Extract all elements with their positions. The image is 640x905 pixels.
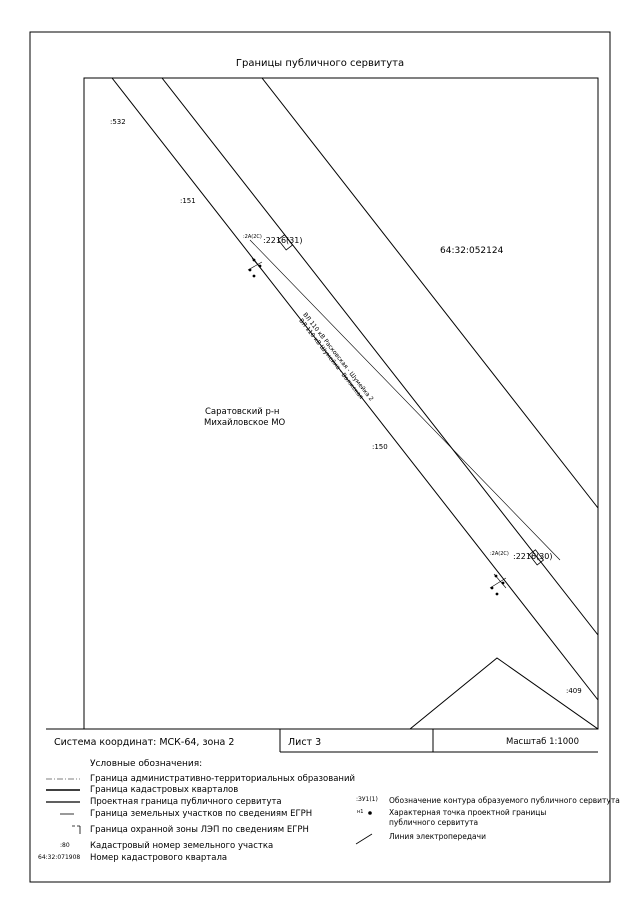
legend-item-quarter: Граница кадастровых кварталов: [90, 785, 239, 795]
servitude-label-upper: :2216(31): [263, 236, 303, 245]
parcel-corner: [409, 657, 598, 729]
legend-sample-contour: :ЗУ1(1): [356, 796, 378, 803]
servitude-label-lower: :2216(30): [513, 552, 553, 561]
legend-sample-quarter-number: 64:32:071908: [38, 854, 81, 861]
parcel-boundary-right: [161, 78, 598, 636]
sheet-title: Границы публичного сервитута: [235, 58, 405, 69]
boundary-point: [258, 264, 262, 268]
boundary-point: [490, 586, 494, 590]
quarter-number: 64:32:052124: [440, 246, 504, 256]
legend-item-power-line: Линия электропередачи: [389, 832, 486, 841]
legend-item-contour: Обозначение контура образуемого публично…: [389, 796, 620, 805]
boundary-point: [248, 268, 252, 272]
legend-header: Условные обозначения:: [90, 759, 203, 769]
parcel-number: :409: [566, 687, 582, 695]
legend-item-admin: Граница административно-территориальных …: [90, 774, 356, 784]
parcel-boundary-left: [111, 78, 598, 701]
legend-item-point: Характерная точка проектной границы: [389, 808, 547, 817]
boundary-point: [501, 581, 505, 585]
sheet-number: Лист 3: [288, 737, 322, 748]
parcel-number: :150: [372, 443, 388, 451]
boundary-point: [252, 274, 256, 278]
servitude-upper: [247, 234, 294, 278]
servitude-contour-upper: :2А(2С): [243, 234, 262, 240]
legend-item-protection-zone: Граница охранной зоны ЛЭП по сведениям Е…: [90, 825, 309, 835]
servitude-lower: [489, 549, 545, 596]
area-name-line2: Михайловское МО: [204, 418, 286, 428]
map-content: [111, 78, 598, 729]
legend-sample-power-line: [355, 833, 373, 845]
boundary-point: [494, 574, 498, 578]
boundary-point: [252, 258, 256, 262]
power-line-a-axis: [249, 239, 561, 561]
scale: Масштаб 1:1000: [506, 737, 580, 747]
parcel-boundary-far: [261, 78, 598, 509]
map-frame: [83, 77, 599, 730]
legend-item-parcel: Граница земельных участков по сведениям …: [90, 809, 313, 819]
parcel-number: :532: [110, 118, 126, 126]
sheet-frame: [29, 31, 611, 883]
area-name-line1: Саратовский р-н: [205, 407, 280, 417]
legend-sample-parcel-number: :80: [60, 842, 70, 849]
coordinate-system: Система координат: МСК-64, зона 2: [54, 737, 235, 748]
legend-sample-point-label: н1: [357, 809, 364, 815]
servitude-contour-lower: :2А(2С): [490, 551, 509, 557]
legend-sample-point: [368, 811, 372, 815]
boundary-point: [495, 592, 499, 596]
legend-item-parcel-number: Кадастровый номер земельного участка: [90, 841, 274, 851]
legend-item-point-cont: публичного сервитута: [389, 818, 479, 827]
legend-item-servitude: Проектная граница публичного сервитута: [90, 797, 282, 807]
parcel-number: :151: [180, 197, 196, 205]
legend-item-quarter-number: Номер кадастрового квартала: [90, 853, 228, 863]
